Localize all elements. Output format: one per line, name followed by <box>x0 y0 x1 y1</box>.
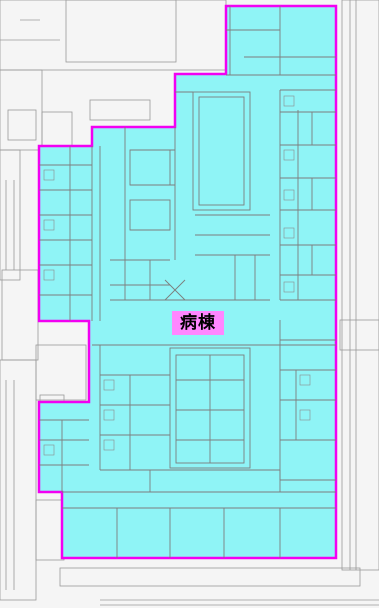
fixtures <box>43 95 311 456</box>
interior-walls <box>39 6 336 558</box>
ward-label: 病棟 <box>172 311 224 335</box>
